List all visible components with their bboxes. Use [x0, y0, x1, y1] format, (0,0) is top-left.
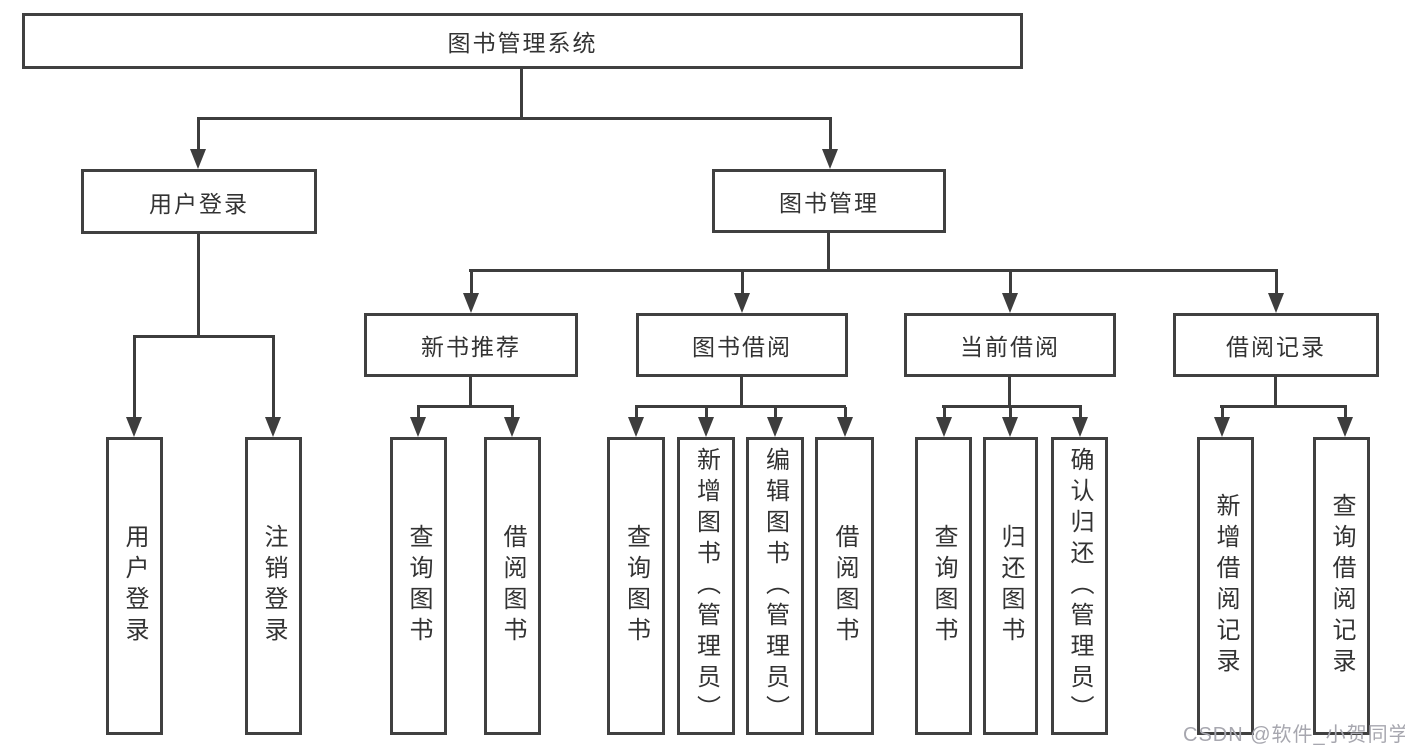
connector-new-book-rec-stem	[469, 377, 472, 407]
connector-arrow-user-login	[190, 119, 206, 169]
node-leaf-query-book-2: 查询图书	[607, 437, 665, 735]
connector-arrow-add-book	[698, 407, 714, 437]
node-leaf-return-book: 归还图书	[983, 437, 1038, 735]
node-label: 借阅记录	[1226, 334, 1326, 360]
node-label: 确认归还（管理员）	[1066, 446, 1093, 726]
node-new-book-rec: 新书推荐	[364, 313, 578, 377]
node-leaf-confirm-return: 确认归还（管理员）	[1051, 437, 1108, 735]
connector-arrow-edit-book	[767, 407, 783, 437]
connector-arrow-borrow-book-1	[504, 407, 520, 437]
node-label: 借阅图书	[499, 524, 526, 648]
node-label: 注销登录	[260, 524, 287, 648]
connector-arrow-query-book-3	[936, 407, 952, 437]
connector-borrow-records-rail	[1220, 405, 1347, 408]
node-label: 当前借阅	[960, 334, 1060, 360]
connector-book-borrow-stem	[740, 377, 743, 407]
node-leaf-add-record: 新增借阅记录	[1197, 437, 1254, 735]
connector-arrow-return-book	[1002, 407, 1018, 437]
node-leaf-query-book-3: 查询图书	[915, 437, 972, 735]
node-current-borrow: 当前借阅	[904, 313, 1116, 377]
node-label: 图书管理系统	[447, 30, 598, 56]
node-label: 图书借阅	[692, 334, 792, 360]
connector-book-borrow-rail	[635, 405, 846, 408]
node-label: 查询图书	[930, 524, 957, 648]
connector-book-mgmt-rail	[469, 269, 1278, 272]
node-label: 新书推荐	[421, 334, 521, 360]
node-label: 查询借阅记录	[1328, 493, 1355, 679]
connector-root-stem	[520, 69, 523, 118]
connector-arrow-leaf-user-login	[126, 337, 142, 437]
connector-user-login-rail	[133, 335, 275, 338]
connector-user-login-stem	[197, 234, 200, 337]
node-label: 新增借阅记录	[1212, 493, 1239, 679]
connector-new-book-rec-rail	[417, 405, 514, 408]
node-leaf-logout: 注销登录	[245, 437, 302, 735]
node-label: 用户登录	[149, 190, 249, 217]
node-label: 归还图书	[997, 524, 1024, 648]
node-leaf-borrow-book-1: 借阅图书	[484, 437, 541, 735]
connector-arrow-query-book-1	[410, 407, 426, 437]
node-label: 新增图书（管理员）	[692, 446, 720, 726]
connector-current-borrow-stem	[1008, 377, 1011, 407]
node-label: 编辑图书（管理员）	[761, 446, 789, 726]
connector-arrow-new-book-rec	[463, 271, 479, 313]
node-leaf-borrow-book-2: 借阅图书	[815, 437, 874, 735]
node-label: 图书管理	[779, 190, 879, 216]
connector-borrow-records-stem	[1274, 377, 1277, 407]
node-label: 用户登录	[121, 524, 148, 648]
node-leaf-add-book: 新增图书（管理员）	[677, 437, 735, 735]
connector-arrow-confirm-return	[1072, 407, 1088, 437]
connector-current-borrow-rail	[942, 405, 1082, 408]
connector-arrow-current-borrow	[1002, 271, 1018, 313]
node-label: 查询图书	[622, 524, 650, 648]
connector-arrow-book-borrow	[734, 271, 750, 313]
node-book-borrow: 图书借阅	[636, 313, 848, 377]
connector-arrow-borrow-book-2	[837, 407, 853, 437]
node-user-login: 用户登录	[81, 169, 317, 234]
connector-arrow-add-record	[1214, 407, 1230, 437]
node-leaf-query-record: 查询借阅记录	[1313, 437, 1370, 735]
connector-arrow-book-mgmt	[822, 119, 838, 169]
connector-arrow-query-book-2	[628, 407, 644, 437]
connector-arrow-borrow-records	[1268, 271, 1284, 313]
connector-arrow-query-record	[1337, 407, 1353, 437]
node-leaf-user-login: 用户登录	[106, 437, 163, 735]
node-leaf-edit-book: 编辑图书（管理员）	[746, 437, 804, 735]
node-book-mgmt: 图书管理	[712, 169, 946, 233]
node-label: 查询图书	[405, 524, 432, 648]
connector-root-rail	[197, 117, 832, 120]
watermark-text: CSDN @软件_小贺同学	[1183, 724, 1405, 746]
node-leaf-query-book-1: 查询图书	[390, 437, 447, 735]
node-root-library-system: 图书管理系统	[22, 13, 1023, 69]
connector-book-mgmt-stem	[827, 233, 830, 271]
node-label: 借阅图书	[831, 524, 858, 648]
connector-arrow-leaf-logout	[265, 337, 281, 437]
node-borrow-records: 借阅记录	[1173, 313, 1379, 377]
